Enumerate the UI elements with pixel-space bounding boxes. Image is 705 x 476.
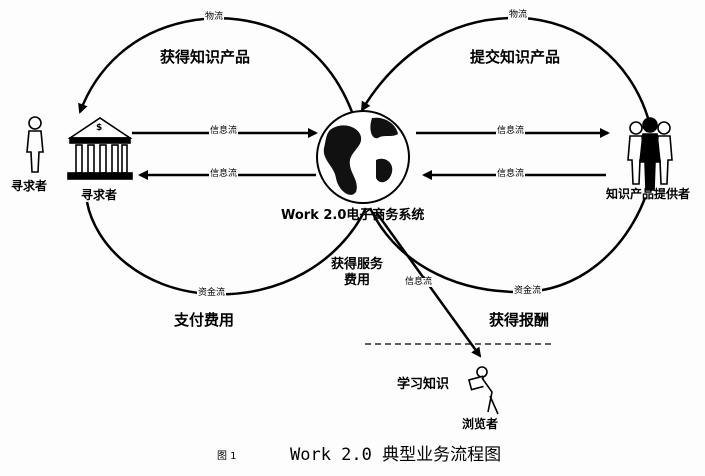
service-fee-line-2: 费用: [344, 273, 371, 289]
get-knowledge-product-label: 获得知识产品: [160, 48, 251, 66]
logistics-label-right: 物流: [508, 10, 529, 20]
capital-flow-label-right: 资金流: [513, 286, 543, 296]
figure-caption: Work 2.0 典型业务流程图: [290, 445, 502, 465]
globe-icon: [316, 110, 410, 204]
seeker-bank-label: 寻求者: [81, 188, 118, 202]
bank-icon: [67, 117, 133, 180]
info-flow-label-2: 信息流: [209, 169, 239, 179]
service-fee-label: 获得服务 费用: [331, 257, 383, 290]
info-flow-label-4: 信息流: [496, 169, 526, 179]
get-reward-label: 获得报酬: [489, 311, 550, 329]
seeker-person-label: 寻求者: [11, 179, 48, 193]
info-flow-label-1: 信息流: [209, 126, 239, 136]
service-fee-line-1: 获得服务: [331, 257, 384, 272]
bank-dollar-sign: $: [96, 123, 103, 133]
submit-knowledge-product-label: 提交知识产品: [470, 48, 561, 66]
curve-get-product: [78, 17, 354, 114]
figure-number: 图 1: [217, 451, 237, 462]
person-icon: [26, 116, 44, 173]
center-system-label: Work 2.0电子商务系统: [281, 208, 425, 223]
provider-label: 知识产品提供者: [606, 187, 691, 201]
curve-submit-product: [360, 16, 650, 119]
pay-fee-label: 支付费用: [174, 311, 235, 329]
reader-icon: [467, 366, 499, 415]
browser-label: 浏览者: [462, 417, 499, 431]
capital-flow-label-left: 资金流: [197, 288, 227, 298]
info-flow-label-3: 信息流: [496, 126, 526, 136]
logistics-label-left: 物流: [204, 12, 225, 22]
learn-knowledge-label: 学习知识: [397, 377, 450, 392]
info-flow-label-5: 信息流: [404, 277, 434, 287]
group-icon: [627, 117, 673, 191]
